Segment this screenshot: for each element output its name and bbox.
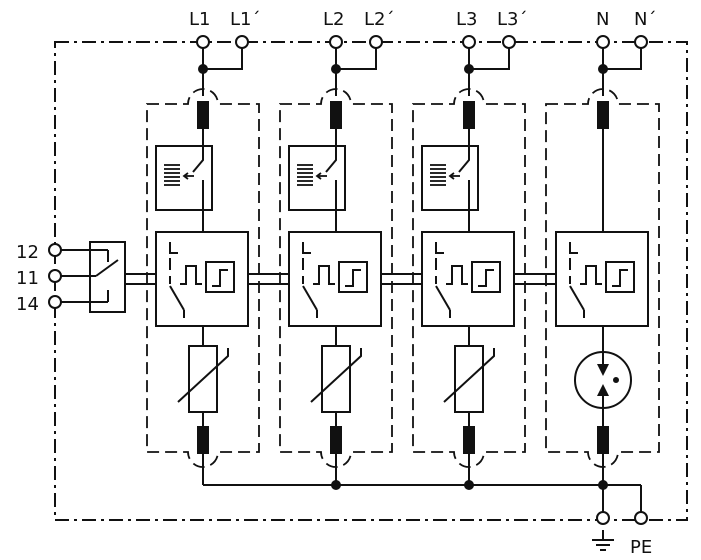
top-wiring	[202, 48, 642, 96]
junction-dot	[464, 480, 474, 490]
terminal-earth	[596, 511, 610, 525]
terminal-label-l2-prime: L2´	[364, 9, 394, 30]
fuse-top	[463, 101, 475, 129]
junction-dot	[598, 480, 608, 490]
fuse-bottom	[463, 426, 475, 454]
spark-gap	[574, 351, 632, 409]
terminal-12	[48, 243, 62, 257]
module-outline	[412, 88, 526, 468]
pulse-icon	[313, 265, 335, 285]
terminal-label-14: 14	[16, 294, 39, 315]
switch-symbol-icon	[435, 242, 451, 318]
junction-dot	[464, 64, 474, 74]
pulse-icon	[580, 265, 602, 285]
module-l1	[146, 88, 260, 485]
pulse-icon	[446, 265, 468, 285]
terminal-label-l1: L1	[189, 9, 210, 30]
heat-element-icon	[297, 164, 313, 186]
junction-dot	[198, 64, 208, 74]
module-l3	[412, 88, 526, 485]
module-outline	[279, 88, 393, 468]
fuse-bottom	[197, 426, 209, 454]
remote-contact	[60, 241, 126, 313]
switch-symbol-icon	[302, 242, 318, 318]
bottom-bus	[203, 484, 642, 514]
heat-element-icon	[164, 164, 180, 186]
terminal-11	[48, 269, 62, 283]
fuse-bottom	[330, 426, 342, 454]
terminal-l3	[462, 35, 476, 49]
fuse-top	[197, 101, 209, 129]
heat-element-icon	[430, 164, 446, 186]
terminal-l2	[329, 35, 343, 49]
terminal-label-pe: PE	[630, 537, 652, 558]
module-n	[545, 88, 660, 518]
module-outline	[146, 88, 260, 468]
terminal-14	[48, 295, 62, 309]
terminal-label-l2: L2	[323, 9, 344, 30]
terminal-label-11: 11	[16, 268, 39, 289]
switch-symbol-icon	[169, 242, 185, 318]
terminal-label-n-prime: N´	[634, 9, 656, 30]
terminal-pe	[634, 511, 648, 525]
terminal-label-l3-prime: L3´	[497, 9, 527, 30]
terminal-l1	[196, 35, 210, 49]
terminal-n	[596, 35, 610, 49]
pulse-icon	[180, 265, 202, 285]
terminal-label-l3: L3	[456, 9, 477, 30]
module-outline	[545, 88, 660, 468]
terminal-l2-prime	[369, 35, 383, 49]
fuse-top	[330, 101, 342, 129]
terminal-label-12: 12	[16, 242, 39, 263]
terminal-n-prime	[634, 35, 648, 49]
terminal-label-l1-prime: L1´	[230, 9, 260, 30]
fuse-bottom	[597, 426, 609, 454]
terminal-label-n: N	[596, 9, 609, 30]
junction-dot	[598, 64, 608, 74]
terminal-l3-prime	[502, 35, 516, 49]
switch-symbol-icon	[569, 242, 585, 318]
earth-symbol-icon	[592, 530, 614, 551]
terminal-l1-prime	[235, 35, 249, 49]
junction-dot	[331, 64, 341, 74]
module-l2	[279, 88, 393, 485]
junction-dot	[331, 480, 341, 490]
fuse-top	[597, 101, 609, 129]
mechanical-linkage	[125, 273, 556, 285]
